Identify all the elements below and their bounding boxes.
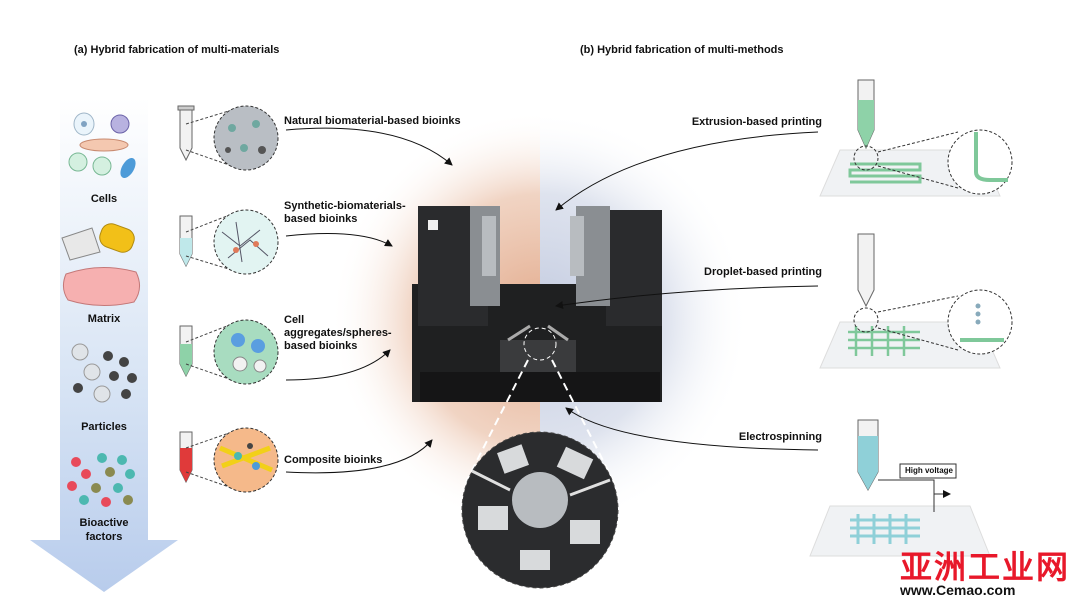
natural-bioinks-label: Natural biomaterial-based bioinks: [284, 115, 461, 127]
syringe-composite-icon: [179, 431, 193, 484]
droplet-printing-label: Droplet-based printing: [704, 266, 822, 278]
syringe-synthetic-icon: [179, 215, 193, 268]
printhead-zoom: [461, 359, 619, 589]
bioactive-factors-icon: [67, 453, 135, 507]
cells-label: Cells: [90, 193, 118, 205]
matrix-label: Matrix: [87, 313, 121, 325]
material-arrow: [30, 98, 178, 592]
particles-label: Particles: [81, 421, 127, 433]
bioactive-factors-label: Bioactive factors: [79, 517, 129, 543]
left-section-title: (a) Hybrid fabrication of multi-material…: [74, 44, 280, 56]
bioink-arrows: [285, 127, 453, 474]
method-arrows: [555, 131, 819, 451]
cells-icon: [68, 112, 136, 178]
droplet-printing-illustration: [819, 233, 1013, 369]
electrospinning-illustration: [809, 419, 991, 557]
cell-aggregates-bioinks-label: Cell aggregates/spheres- based bioinks: [284, 314, 392, 352]
electrospinning-label: Electrospinning: [738, 431, 822, 443]
high-voltage-label: High voltage: [904, 466, 953, 475]
syringe-natural-icon: [177, 105, 195, 162]
matrix-icon: [61, 223, 140, 307]
bioprinter-image: [412, 206, 662, 402]
watermark-url: www.Cemao.com: [900, 582, 1016, 598]
synthetic-bioink-detail: [185, 209, 279, 275]
composite-bioink-detail: [185, 427, 279, 493]
composite-bioinks-label: Composite bioinks: [284, 454, 383, 466]
cell-aggregates-bioink-detail: [185, 319, 279, 385]
extrusion-printing-illustration: [819, 79, 1013, 197]
particles-icon: [71, 343, 137, 403]
syringe-cell-aggregates-icon: [179, 325, 193, 378]
natural-bioink-detail: [185, 105, 279, 171]
right-section-title: (b) Hybrid fabrication of multi-methods: [580, 44, 784, 56]
synthetic-bioinks-label: Synthetic-biomaterials- based bioinks: [284, 200, 406, 225]
extrusion-printing-label: Extrusion-based printing: [691, 116, 822, 128]
watermark-title: 亚洲工业网: [900, 549, 1071, 585]
